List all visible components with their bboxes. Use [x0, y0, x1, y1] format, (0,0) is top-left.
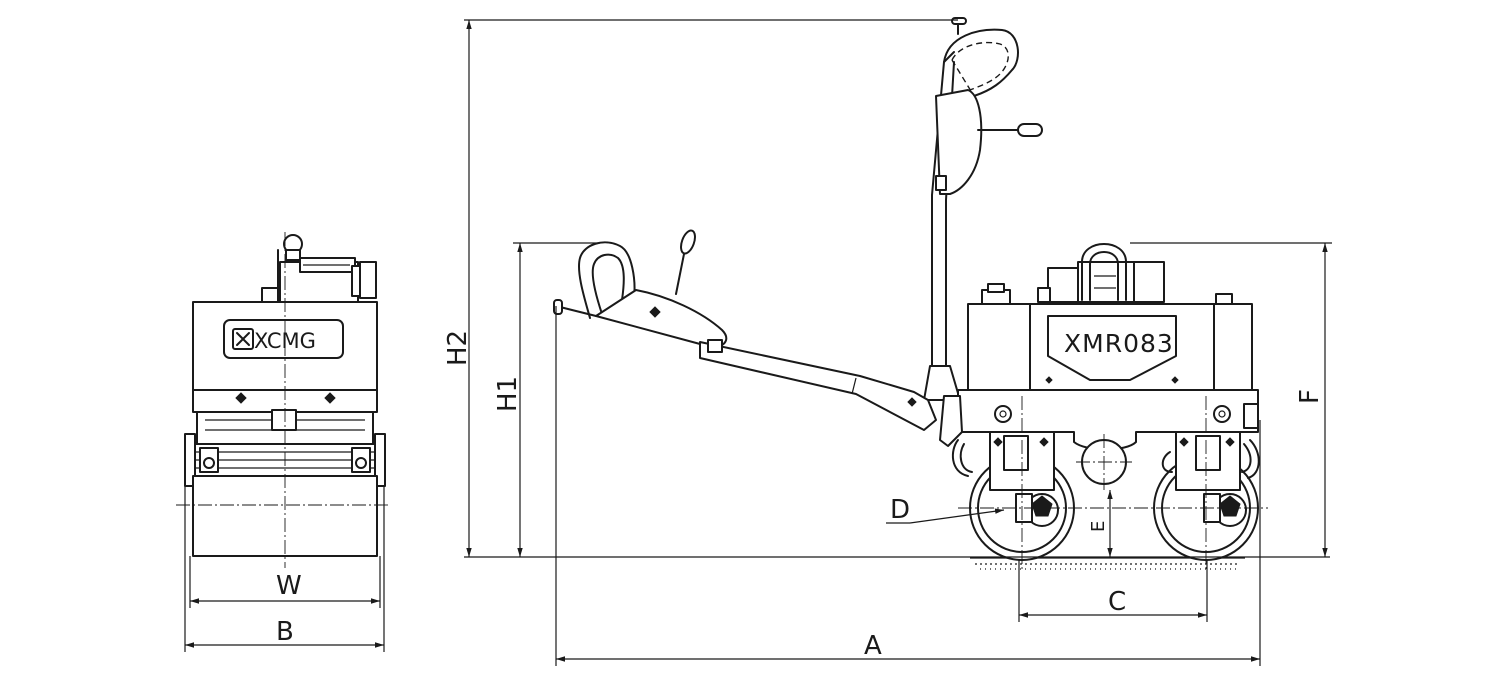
dim-h1-label: H1: [493, 376, 523, 412]
dim-e-label: E: [1088, 521, 1109, 532]
front-frame: [184, 389, 386, 487]
dim-a-label: A: [864, 631, 882, 661]
dim-h1: H1: [493, 242, 600, 557]
dim-d-label: D: [890, 495, 910, 525]
dim-h2: H2: [443, 19, 958, 558]
dim-b: B: [184, 486, 385, 652]
dim-h2-label: H2: [443, 330, 473, 366]
dim-w-label: W: [276, 571, 302, 601]
dim-c-label: C: [1108, 587, 1126, 617]
dim-w: W: [189, 556, 381, 608]
dim-a: A: [555, 306, 1261, 666]
folded-handle: [553, 229, 937, 431]
front-engine-top: [261, 234, 377, 303]
front-view: XCMG: [176, 232, 390, 568]
model-text: XMR083: [1064, 329, 1174, 358]
engine-assembly: [981, 243, 1233, 305]
dim-d: D: [886, 495, 1005, 525]
dim-c: C: [1018, 560, 1208, 622]
front-drum-side: [951, 431, 1075, 561]
model-plate: [1047, 315, 1177, 381]
xcmg-logo-icon: [232, 328, 254, 350]
dim-e: E: [1088, 490, 1113, 557]
front-logo-plate: [223, 319, 344, 359]
chassis: [939, 389, 1259, 490]
dim-f: F: [1130, 242, 1332, 557]
dim-f-label: F: [1295, 389, 1325, 404]
upright-handle: [923, 17, 1043, 401]
dim-b-label: B: [276, 617, 294, 647]
